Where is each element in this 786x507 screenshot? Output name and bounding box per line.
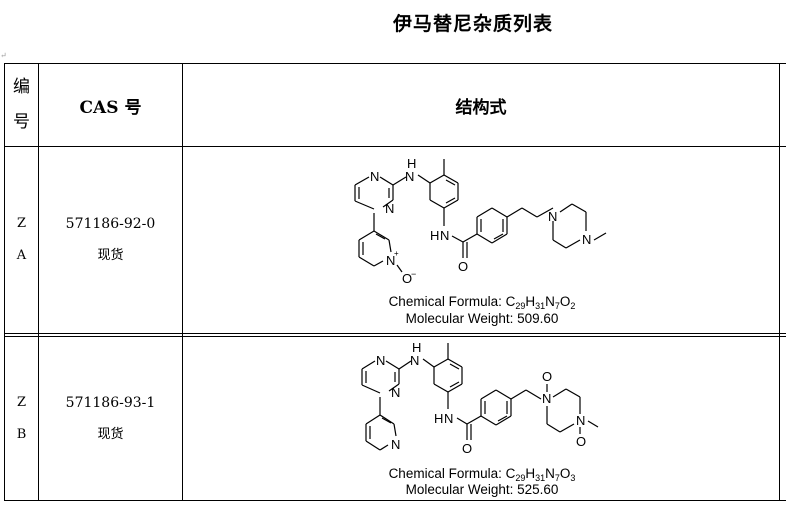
table-rule-row-inner (4, 336, 786, 337)
table-col-divider-2 (182, 63, 183, 501)
page-title: 伊马替尼杂质列表 (393, 13, 554, 35)
table-border-left (4, 63, 5, 501)
paragraph-marker-icon: ↵ (0, 51, 7, 60)
svg-text:O: O (402, 271, 412, 286)
cas-number: 571186-93-1 现货 (39, 337, 182, 500)
svg-text:H: H (434, 411, 443, 426)
svg-text:N: N (391, 437, 400, 452)
svg-text:N: N (376, 353, 385, 368)
molecular-weight: Molecular Weight: 509.60 (405, 311, 559, 326)
svg-text:−: − (411, 269, 416, 279)
table-rule-header (4, 146, 786, 147)
row-id: Z B (16, 394, 27, 442)
svg-text:H: H (407, 156, 416, 171)
svg-text:N: N (391, 385, 400, 400)
svg-text:N: N (385, 201, 394, 216)
molecular-weight: Molecular Weight: 525.60 (405, 482, 559, 497)
stock-status: 现货 (97, 426, 124, 442)
svg-text:N: N (440, 228, 449, 243)
svg-text:O: O (458, 259, 468, 274)
svg-text:N: N (582, 232, 591, 247)
svg-text:H: H (412, 340, 421, 355)
table-col-divider-1 (38, 63, 39, 501)
table-border-top (4, 63, 786, 64)
table-rule-row (4, 333, 786, 334)
table-col-divider-3 (779, 63, 780, 501)
svg-text:H: H (430, 228, 439, 243)
cas-number: 571186-92-0 现货 (39, 147, 182, 333)
structure-diagram: N N H N H N O N N N O + − (354, 156, 607, 286)
svg-text:N: N (410, 353, 419, 368)
svg-text:N: N (576, 413, 585, 428)
row-id: Z A (16, 216, 27, 263)
svg-text:+: + (394, 249, 399, 258)
svg-text:O: O (462, 441, 472, 456)
structure-diagram: N N H N H N O O N N O N (361, 340, 599, 456)
svg-text:N: N (542, 391, 551, 406)
svg-text:N: N (548, 209, 557, 224)
svg-text:O: O (576, 434, 586, 449)
svg-text:O: O (542, 369, 552, 384)
svg-text:N: N (370, 169, 379, 184)
header-cas: CAS 号 (79, 97, 142, 118)
stock-status: 现货 (97, 248, 124, 263)
svg-text:N: N (444, 411, 453, 426)
svg-text:N: N (405, 169, 414, 184)
header-structure: 结构式 (455, 97, 507, 118)
table-border-bottom (4, 500, 786, 501)
svg-text:N: N (386, 253, 395, 268)
header-number: 编 号 (13, 77, 30, 132)
chemical-formula: Chemical Formula: C29H31N7O3 (388, 466, 576, 483)
chemical-formula: Chemical Formula: C29H31N7O2 (388, 294, 576, 311)
